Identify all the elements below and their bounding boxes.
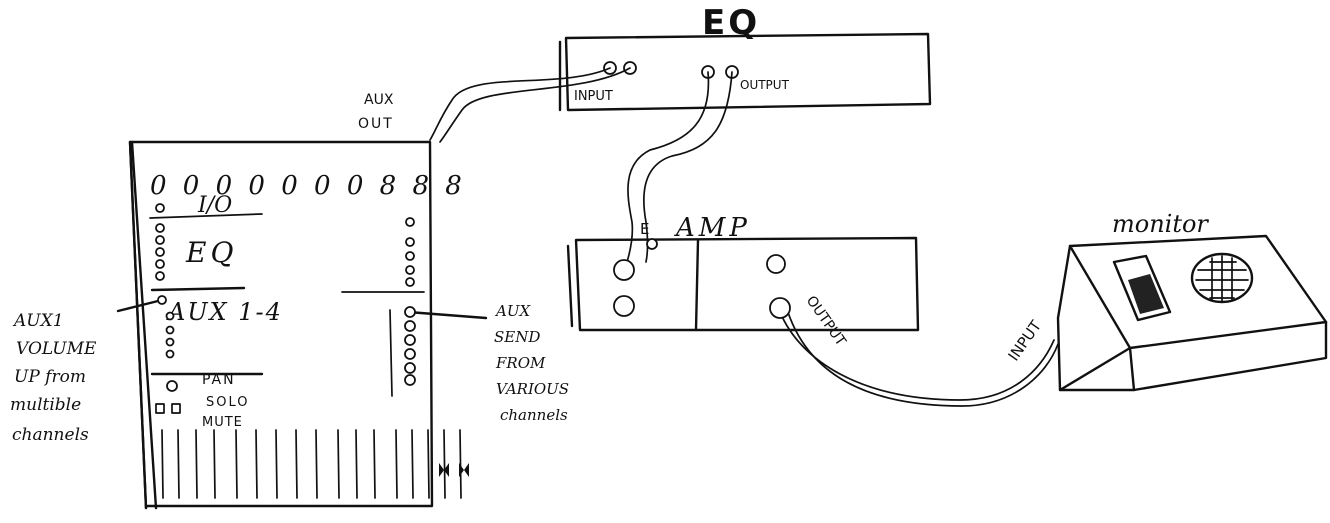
fader-cap — [459, 463, 469, 477]
amp-divider — [696, 240, 698, 330]
aux-send-knob — [405, 321, 415, 331]
aux-send-knob — [405, 349, 415, 359]
fader-strip — [374, 430, 375, 498]
solo-button — [156, 404, 164, 413]
aux-send-knob — [405, 363, 415, 373]
left-note-line-4: multible — [10, 395, 81, 415]
mixer-eq-label: EQ — [185, 236, 237, 269]
fader-strip — [428, 430, 429, 498]
cable-aux-to-eq-2 — [440, 68, 630, 142]
monitor-front-face — [1130, 322, 1326, 390]
fader-strip — [444, 430, 445, 498]
aux-out-label-2: OUT — [358, 116, 394, 132]
channel-knob — [406, 266, 414, 274]
right-note-line-3: FROM — [495, 354, 546, 372]
aux-knob — [167, 351, 174, 358]
mixer-aux-send-strip — [390, 310, 392, 396]
amp-input-mark: E — [640, 220, 649, 238]
left-note-line-5: channels — [12, 425, 89, 445]
amp-input-jack-2 — [614, 296, 634, 316]
eq-knob — [156, 260, 164, 268]
aux-send-knob — [405, 335, 415, 345]
eq-knob — [156, 236, 164, 244]
aux-knob — [167, 313, 174, 320]
amp-output-label: OUTPUT — [803, 293, 849, 349]
channel-knob — [406, 238, 414, 246]
monitor-unit: monitor INPUT — [1005, 210, 1326, 390]
fader-strip — [460, 430, 461, 498]
aux-knob — [167, 339, 174, 346]
right-note-line-5: channels — [500, 406, 568, 424]
mute-button — [172, 404, 180, 413]
left-note-line-1: AUX1 — [12, 311, 64, 331]
eq-knob — [156, 204, 164, 212]
amp-unit: AMP E OUTPUT — [568, 213, 918, 349]
fader-strip — [412, 430, 413, 498]
mixer-unit: AUX OUT 0 0 0 0 0 0 0 8 8 8 I/O EQ AUX 1… — [130, 92, 466, 508]
fader-strip — [214, 430, 215, 498]
aux-knob — [167, 327, 174, 334]
amp-input-jack-1 — [614, 260, 634, 280]
channel-knob — [406, 252, 414, 260]
fader-strip — [276, 430, 277, 498]
fader-strip — [296, 430, 297, 498]
fader-strip — [396, 430, 397, 498]
eq-input-label: INPUT — [574, 89, 613, 104]
channel-knob — [406, 218, 414, 226]
amp-side-edge — [568, 246, 572, 326]
mixer-aux-divider — [152, 288, 244, 290]
fader-strip — [196, 430, 197, 498]
fader-strip — [256, 430, 257, 498]
solo-label: SOLO — [206, 395, 250, 410]
monitor-side-face — [1058, 246, 1130, 390]
cable-aux-to-eq-1 — [430, 68, 610, 140]
fader-strip — [178, 430, 179, 498]
channel-knob — [406, 278, 414, 286]
aux-send-pointer — [408, 312, 486, 318]
monitor-title: monitor — [1112, 210, 1209, 238]
fader-strip — [162, 430, 163, 498]
woofer-grille — [1196, 256, 1248, 302]
fader-strip — [316, 430, 317, 498]
monitor-input-label: INPUT — [1005, 317, 1046, 365]
mute-label: MUTE — [202, 415, 243, 430]
aux1-knob — [158, 296, 166, 304]
aux1-pointer — [118, 300, 162, 311]
amp-output-jack-1 — [767, 255, 785, 273]
right-note-line-1: AUX — [494, 302, 531, 320]
mixer-io-label: I/O — [197, 193, 232, 218]
left-note-line-2: VOLUME — [16, 339, 97, 359]
amp-output-jack-2 — [770, 298, 790, 318]
pan-knob — [167, 381, 177, 391]
aux-send-knob — [405, 307, 415, 317]
eq-output-label: OUTPUT — [740, 78, 790, 92]
eq-knob — [156, 248, 164, 256]
amp-input-jack-a — [647, 239, 657, 249]
mixer-aux-label: AUX 1-4 — [166, 298, 283, 326]
eq-knob — [156, 272, 164, 280]
eq-knob — [156, 224, 164, 232]
fader-strip — [338, 430, 339, 498]
aux-send-knob — [405, 375, 415, 385]
pan-label: PAN — [202, 372, 236, 388]
eq-unit: EQ INPUT OUTPUT — [560, 3, 930, 110]
aux-out-label-1: AUX — [364, 92, 394, 108]
callouts: AUX1 VOLUME UP from multible channels AU… — [10, 296, 569, 445]
left-note-line-3: UP from — [14, 367, 86, 387]
right-note-line-2: SEND — [494, 328, 540, 346]
right-note-line-4: VARIOUS — [496, 380, 569, 398]
fader-strip — [236, 430, 237, 498]
fader-strip — [356, 430, 357, 498]
